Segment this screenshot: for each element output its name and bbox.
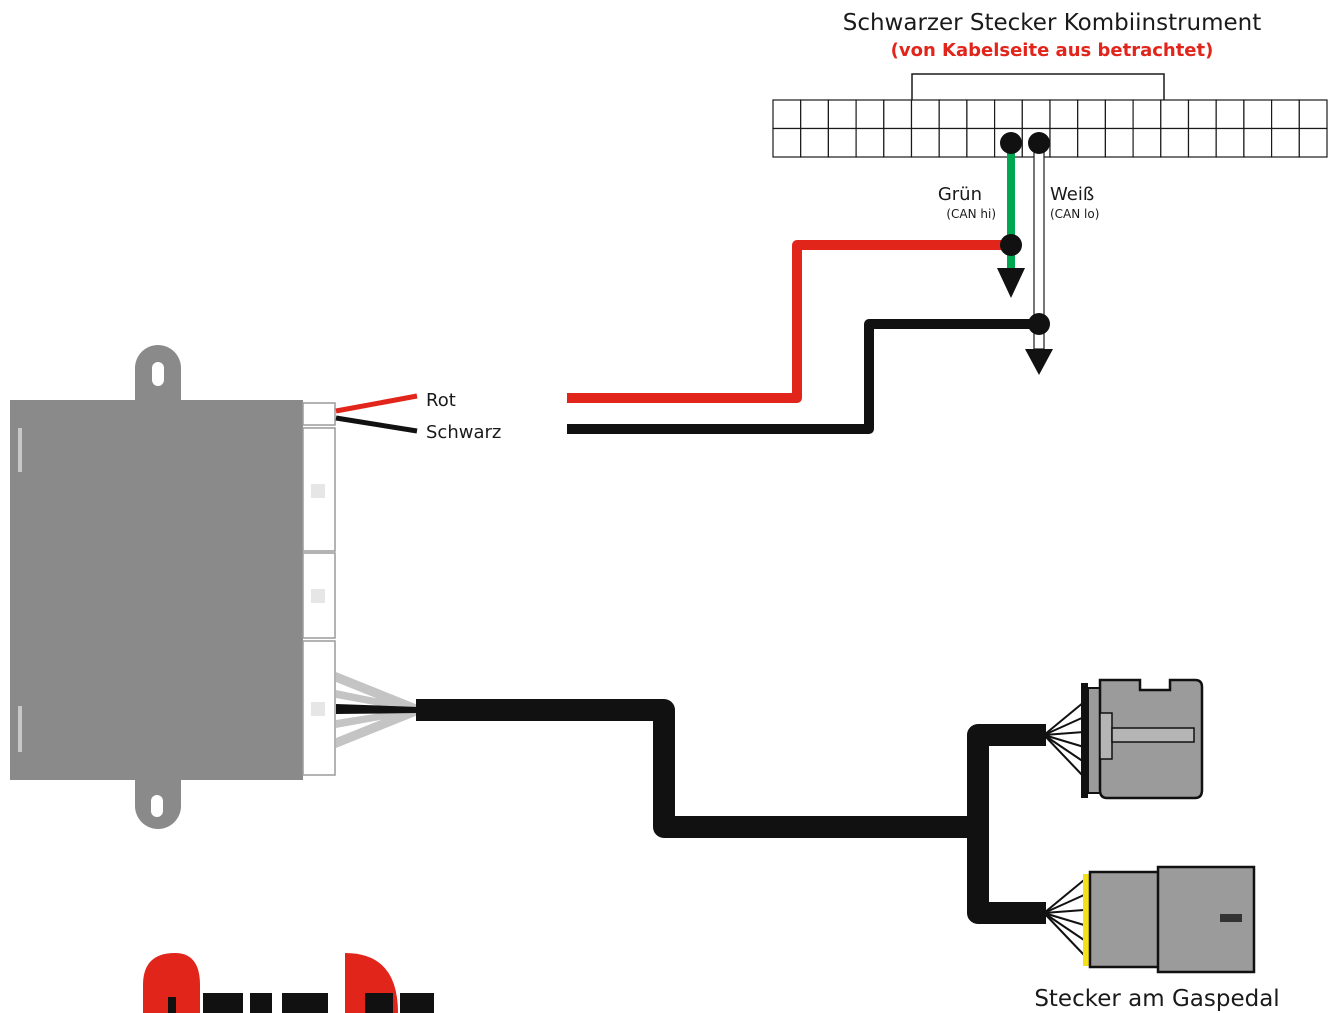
connector-pin-cell — [800, 99, 830, 130]
connector-pin-cell — [883, 127, 913, 158]
port-power — [302, 402, 336, 426]
connector-pin-cell — [772, 127, 802, 158]
connector-pin-cell — [855, 99, 885, 130]
connector-pin-cell — [1104, 99, 1134, 130]
white-wire-label: Weiß — [1050, 184, 1094, 205]
connector-pin-cell — [1021, 99, 1051, 130]
brand-logo — [143, 953, 434, 1013]
upper-fan-wires — [1043, 701, 1085, 778]
connector-pin-cell — [1132, 127, 1162, 158]
connector-pin-cell — [1215, 127, 1245, 158]
cluster-connector — [772, 73, 1328, 158]
red-wire-label: Rot — [426, 390, 456, 411]
connector-pin-cell — [1270, 99, 1300, 130]
connector-pin-cell — [772, 99, 802, 130]
connector-pin-cell — [1104, 127, 1134, 158]
connector-pin-cell — [1243, 99, 1273, 130]
pin-contact-white — [1028, 132, 1050, 154]
white-wire — [1025, 132, 1053, 375]
connector-pin-cell — [910, 99, 940, 130]
connector-title: Schwarzer Stecker Kombiinstrument — [843, 10, 1262, 36]
connector-pin-cell — [966, 99, 996, 130]
connector-pin-cell — [1160, 127, 1190, 158]
connector-subtitle: (von Kabelseite aus betrachtet) — [891, 40, 1214, 61]
connector-pin-cell — [1077, 127, 1106, 158]
pedal-connector-lower — [1083, 865, 1256, 974]
harness-branch — [967, 724, 1046, 924]
connector-pin-cell — [1215, 99, 1245, 130]
yellow-pins — [1083, 874, 1090, 966]
connector-pin-cell — [1298, 127, 1328, 158]
main-harness — [416, 699, 978, 838]
connector-pin-cell — [827, 127, 857, 158]
connector-pin-cell — [1243, 127, 1273, 158]
connector-pin-cell — [800, 127, 830, 158]
splice-black — [1028, 313, 1050, 335]
connector-pin-cell — [827, 99, 857, 130]
white-wire-sub: (CAN lo) — [1050, 207, 1099, 221]
pigtail-red — [335, 393, 418, 414]
black-wire-label: Schwarz — [426, 422, 501, 443]
lower-fan-wires — [1043, 879, 1085, 956]
connector-pin-cell — [1132, 99, 1162, 130]
connector-pin-cell — [855, 127, 885, 158]
black-wire — [567, 319, 1039, 434]
red-wire — [567, 240, 1011, 403]
pigtail-black — [335, 415, 418, 434]
pedal-connector-upper — [1081, 678, 1204, 800]
connector-pin-cell — [938, 127, 968, 158]
harness-fan — [336, 672, 418, 748]
connector-pin-cell — [1187, 99, 1217, 130]
arrow-down-icon — [1025, 349, 1053, 375]
green-wire-sub: (CAN hi) — [946, 207, 996, 221]
pedal-connector-label: Stecker am Gaspedal — [1034, 986, 1279, 1012]
connector-pin-cell — [910, 127, 940, 158]
connector-pin-cell — [1270, 127, 1300, 158]
connector-pin-cell — [966, 127, 996, 158]
arrow-down-icon — [997, 268, 1025, 298]
module-housing — [10, 400, 303, 780]
splice-red — [1000, 234, 1022, 256]
connector-pin-cell — [1187, 127, 1217, 158]
connector-pin-cell — [1298, 99, 1328, 130]
connector-pin-cell — [1049, 127, 1079, 158]
connector-pin-grid — [772, 99, 1328, 158]
connector-latch — [911, 73, 1165, 100]
pin-contact-green — [1000, 132, 1022, 154]
green-wire-label: Grün — [938, 184, 982, 205]
control-module — [10, 345, 336, 829]
connector-pin-cell — [1077, 99, 1106, 130]
connector-pin-cell — [1049, 99, 1079, 130]
connector-pin-cell — [938, 99, 968, 130]
connector-pin-cell — [993, 99, 1023, 130]
connector-pin-cell — [1160, 99, 1190, 130]
connector-pin-cell — [883, 99, 913, 130]
